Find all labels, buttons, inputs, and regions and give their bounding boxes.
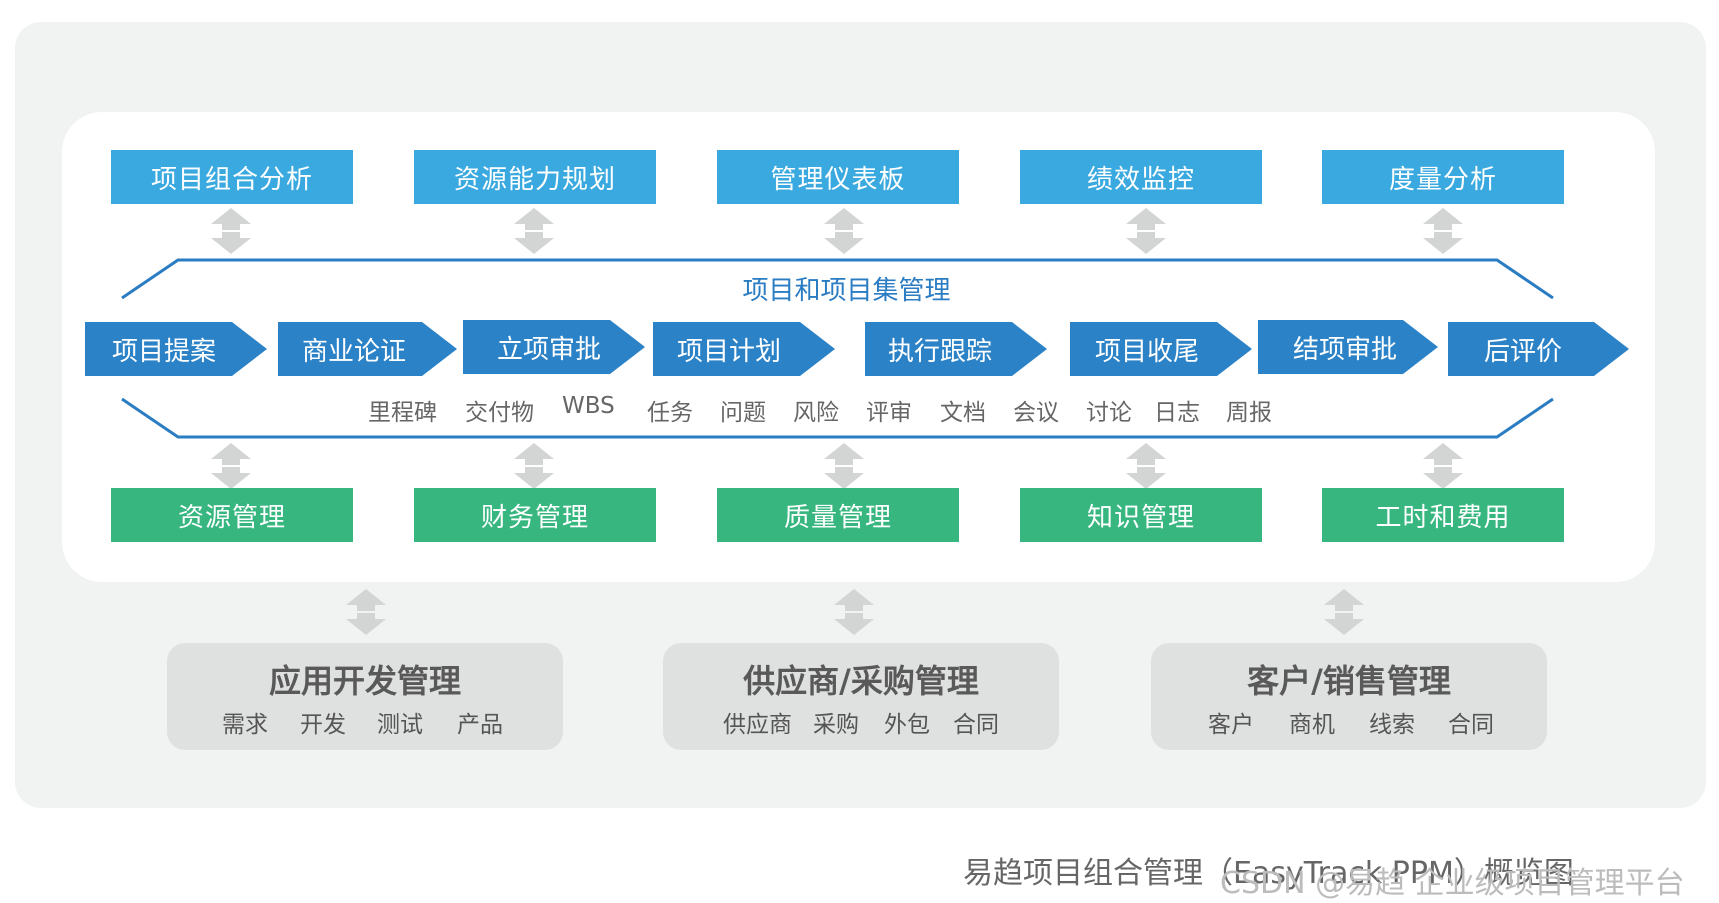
top-module-performance-monitoring: 绩效监控 xyxy=(1020,150,1262,204)
artifact-label: 风险 xyxy=(793,400,839,426)
system-title: 客户/销售管理 xyxy=(1247,662,1451,700)
connector-arrow-icon xyxy=(211,443,251,489)
lower-bracket-line xyxy=(121,397,1554,439)
figure-caption: 易趋项目组合管理（EasyTrack PPM）概览图 xyxy=(963,856,1574,891)
connector-arrow-icon xyxy=(824,443,864,489)
watermark: CSDN @易趋 企业级项目管理平台 xyxy=(1220,866,1685,901)
stage-label: 后评价 xyxy=(1484,336,1563,367)
bottom-module-quality-management: 质量管理 xyxy=(717,488,959,542)
bottom-module-knowledge-management: 知识管理 xyxy=(1020,488,1262,542)
bottom-module-finance-management: 财务管理 xyxy=(414,488,656,542)
stage-label: 商业论证 xyxy=(302,336,407,367)
system-item: 商机 xyxy=(1289,712,1335,738)
bottom-module-time-expense: 工时和费用 xyxy=(1322,488,1564,542)
artifact-label: 任务 xyxy=(647,400,693,426)
program-management-title: 项目和项目集管理 xyxy=(742,276,951,306)
stage-label: 执行跟踪 xyxy=(888,336,993,367)
system-item: 合同 xyxy=(1448,712,1494,738)
stage-label: 项目计划 xyxy=(677,336,782,367)
system-title: 供应商/采购管理 xyxy=(743,662,979,700)
bottom-module-resource-management: 资源管理 xyxy=(111,488,353,542)
stage-arrow xyxy=(278,322,457,376)
system-item: 合同 xyxy=(953,712,999,738)
stage-arrow xyxy=(653,322,835,376)
artifact-label: 问题 xyxy=(720,400,766,426)
connector-arrow-icon xyxy=(1423,208,1463,254)
artifact-label: 文档 xyxy=(940,400,986,426)
connector-arrow-icon xyxy=(1126,443,1166,489)
artifact-label: 讨论 xyxy=(1086,400,1132,426)
connector-arrow-icon xyxy=(514,208,554,254)
stage-arrow xyxy=(463,320,645,374)
system-customer-sales: 客户/销售管理 客户 商机 线索 合同 xyxy=(1151,643,1547,750)
system-app-development: 应用开发管理 需求 开发 测试 产品 xyxy=(167,643,563,750)
connector-arrow-icon xyxy=(824,208,864,254)
stage-arrow xyxy=(1258,320,1438,374)
artifact-label: 日志 xyxy=(1154,400,1200,426)
stage-arrow xyxy=(85,322,267,376)
system-item: 开发 xyxy=(300,712,346,738)
system-item: 需求 xyxy=(222,712,268,738)
stage-label: 项目提案 xyxy=(112,336,217,367)
stage-label: 项目收尾 xyxy=(1095,336,1200,367)
artifact-label: WBS xyxy=(562,393,615,419)
upper-bracket-line xyxy=(121,258,1554,300)
stage-arrow xyxy=(865,322,1047,376)
system-supplier-procurement: 供应商/采购管理 供应商 采购 外包 合同 xyxy=(663,643,1059,750)
top-module-portfolio-analysis: 项目组合分析 xyxy=(111,150,353,204)
artifact-label: 会议 xyxy=(1013,400,1059,426)
connector-arrow-icon xyxy=(514,443,554,489)
stage-arrow xyxy=(1448,322,1629,376)
artifact-label: 周报 xyxy=(1226,400,1272,426)
system-item: 线索 xyxy=(1369,712,1415,738)
connector-arrow-icon xyxy=(834,589,874,635)
connector-arrow-icon xyxy=(346,589,386,635)
system-item: 采购 xyxy=(813,712,859,738)
stage-label: 立项审批 xyxy=(497,334,602,365)
system-title: 应用开发管理 xyxy=(268,662,461,700)
connector-arrow-icon xyxy=(211,208,251,254)
system-item: 外包 xyxy=(884,712,930,738)
system-item: 供应商 xyxy=(723,712,792,738)
connector-arrow-icon xyxy=(1324,589,1364,635)
connector-arrow-icon xyxy=(1423,443,1463,489)
top-module-dashboard: 管理仪表板 xyxy=(717,150,959,204)
artifact-label: 评审 xyxy=(866,400,912,426)
connector-arrow-icon xyxy=(1126,208,1166,254)
artifact-label: 交付物 xyxy=(465,400,534,426)
top-module-capacity-planning: 资源能力规划 xyxy=(414,150,656,204)
artifact-label: 里程碑 xyxy=(368,400,437,426)
system-item: 客户 xyxy=(1208,712,1254,738)
system-item: 测试 xyxy=(377,712,423,738)
stage-arrow xyxy=(1070,322,1252,376)
system-item: 产品 xyxy=(457,712,503,738)
stage-label: 结项审批 xyxy=(1293,334,1398,365)
top-module-metrics-analysis: 度量分析 xyxy=(1322,150,1564,204)
